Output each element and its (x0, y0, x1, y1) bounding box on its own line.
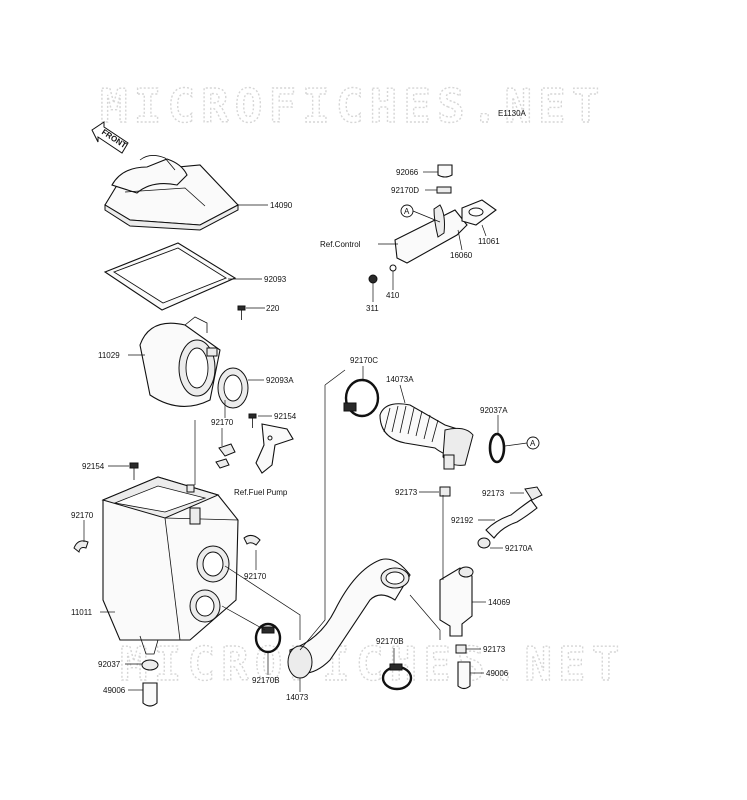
part-92170B-clamp-right (381, 663, 413, 691)
part-11029-filter (139, 316, 221, 407)
svg-text:A: A (404, 207, 410, 216)
label-ref-fuel-pump: Ref.Fuel Pump (234, 488, 288, 497)
label-92154-upper: 92154 (274, 412, 297, 421)
part-92173-fitting-b (524, 486, 543, 501)
label-92170C: 92170C (350, 356, 378, 365)
label-92066: 92066 (396, 168, 419, 177)
label-311: 311 (366, 304, 379, 313)
part-92093A-ring (217, 367, 249, 409)
part-49006-plug-left (142, 682, 158, 707)
part-92170D-clip (436, 186, 452, 194)
part-311-nut (368, 274, 378, 284)
part-92154-screw-upper (248, 413, 257, 428)
watermark-top: MICROFICHES.NET (100, 79, 605, 133)
label-92173-a: 92173 (395, 488, 418, 497)
part-11061-plate (461, 199, 497, 226)
diagram-code: E1130A (498, 109, 527, 118)
part-14069-drain-tank (439, 566, 474, 637)
part-220-screw (237, 305, 246, 320)
label-14069: 14069 (488, 598, 511, 607)
part-fuel-pump-bracket (255, 423, 294, 474)
part-92192-hose (485, 499, 538, 539)
watermark-bottom: MICROFICHES.NET (120, 637, 625, 691)
label-92170B-left: 92170B (252, 676, 280, 685)
part-14073A-boot (379, 403, 474, 470)
part-410-washer (389, 264, 397, 272)
label-220: 220 (266, 304, 280, 313)
label-92170-left: 92170 (71, 511, 94, 520)
label-410: 410 (386, 291, 400, 300)
part-92173-fitting-a (439, 486, 451, 497)
part-92170-clip-right (243, 534, 261, 546)
callout-a-right: A (526, 436, 540, 450)
label-92170B-right: 92170B (376, 637, 404, 646)
part-92173-fitting-c (455, 644, 467, 654)
label-92037: 92037 (98, 660, 121, 669)
part-92154-screw-left (129, 462, 139, 480)
part-92170-clip-left (73, 540, 89, 553)
part-92093-gasket (103, 242, 237, 311)
part-16060-bracket (394, 204, 468, 264)
part-14090-cover (104, 155, 239, 231)
label-11011: 11011 (71, 608, 93, 617)
label-92170A: 92170A (505, 544, 533, 553)
label-ref-control: Ref.Control (320, 240, 361, 249)
label-49006-left: 49006 (103, 686, 126, 695)
label-92170D: 92170D (391, 186, 419, 195)
part-11011-housing (101, 476, 239, 655)
label-92154-left: 92154 (82, 462, 105, 471)
part-92170-clip-a (215, 443, 236, 469)
label-92170-a: 92170 (211, 418, 234, 427)
svg-text:A: A (530, 439, 536, 448)
part-49006-plug-right (457, 661, 471, 690)
part-14073-duct (287, 558, 411, 679)
part-92037-clamp (141, 659, 159, 671)
part-92066-cap (437, 164, 453, 178)
label-14073: 14073 (286, 693, 309, 702)
label-49006-right: 49006 (486, 669, 509, 678)
label-92037A: 92037A (480, 406, 508, 415)
label-16060: 16060 (450, 251, 473, 260)
label-92093A: 92093A (266, 376, 294, 385)
label-92173-b: 92173 (482, 489, 505, 498)
callout-a-top: A (400, 204, 414, 218)
part-92170C-clamp (343, 378, 380, 418)
label-92192: 92192 (451, 516, 474, 525)
label-11029: 11029 (98, 351, 120, 360)
label-11061: 11061 (478, 237, 500, 246)
part-92170A-clamp (477, 537, 491, 549)
label-14090: 14090 (270, 201, 293, 210)
part-92037A-clamp (488, 432, 506, 464)
label-14073A: 14073A (386, 375, 414, 384)
label-92093: 92093 (264, 275, 287, 284)
label-92173-c: 92173 (483, 645, 506, 654)
label-92170-right: 92170 (244, 572, 267, 581)
